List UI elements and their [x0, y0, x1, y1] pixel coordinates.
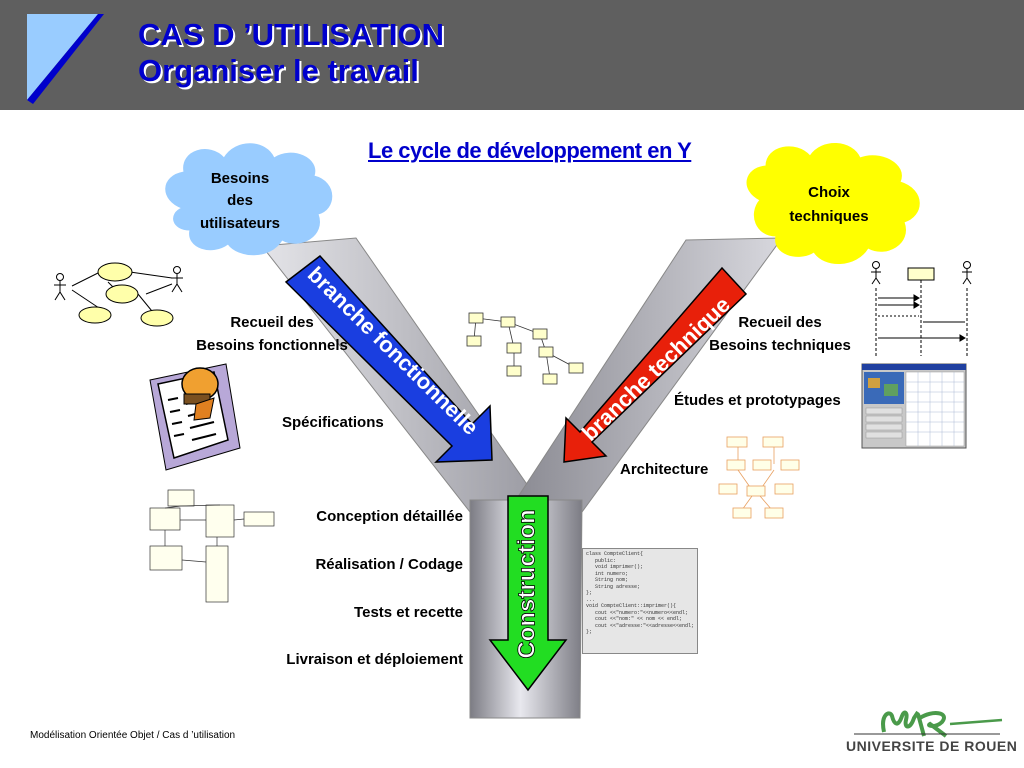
- cloud-left-line1: Besoins: [211, 170, 269, 187]
- code-line: String adresse;: [586, 583, 641, 590]
- code-line: cout <<"adresse:"<<adresse<<endl;: [586, 622, 695, 629]
- code-line: void imprimer();: [586, 564, 644, 570]
- specification-writer-clipart: [149, 363, 241, 471]
- cloud-left-line2: des: [227, 192, 253, 209]
- page-title: CAS D ’UTILISATION: [138, 17, 444, 52]
- construction-arrow: Construction: [488, 495, 568, 692]
- construction-step-coding: Réalisation / Codage: [315, 556, 463, 573]
- user-needs-cloud: Besoins des utilisateurs: [165, 143, 333, 256]
- cloud-right-line2: techniques: [789, 208, 868, 225]
- construction-step-design: Conception détaillée: [316, 508, 463, 525]
- code-line: int numero;: [586, 570, 629, 577]
- code-line: };: [586, 629, 593, 635]
- construction-step-tests: Tests et recette: [354, 604, 463, 621]
- diagram-title: Le cycle de développement en Y: [368, 138, 692, 163]
- code-line: public:: [586, 557, 617, 564]
- code-snippet: class CompteClient{ public: void imprime…: [582, 548, 698, 654]
- studies-label: Études et prototypages: [674, 392, 841, 409]
- code-line: String nom;: [586, 577, 629, 583]
- functional-needs-label-line1: Recueil des: [230, 314, 314, 331]
- object-tree-diagram-icon: [466, 312, 584, 385]
- construction-step-deployment: Livraison et déploiement: [286, 651, 463, 668]
- use-case-diagram-icon: [54, 262, 183, 327]
- class-diagram-icon: [149, 489, 275, 603]
- cloud-right-line1: Choix: [808, 184, 850, 201]
- code-line: void CompteClient::imprimer(){: [586, 603, 677, 609]
- technical-needs-label-line2: Besoins techniques: [709, 337, 851, 354]
- code-line: class CompteClient{: [586, 551, 644, 557]
- university-name: UNIVERSITE DE ROUEN: [846, 738, 1018, 754]
- sequence-diagram-icon: [871, 261, 972, 356]
- technical-choices-cloud: Choix techniques: [746, 143, 920, 265]
- architecture-label: Architecture: [620, 461, 709, 478]
- code-line: cout <<"numero:"<<numero<<endl;: [586, 609, 689, 616]
- code-line: cout <<"nom:" << nom << endl;: [586, 616, 683, 622]
- construction-label: Construction: [513, 509, 540, 658]
- code-line: };: [586, 590, 593, 596]
- footer-text: Modélisation Orientée Objet / Cas d ’uti…: [30, 730, 236, 741]
- university-logo-icon: [854, 710, 1003, 738]
- cloud-left-line3: utilisateurs: [200, 215, 280, 232]
- prototype-screenshot-thumbnail: [861, 363, 967, 449]
- specifications-label: Spécifications: [282, 414, 384, 431]
- page-subtitle: Organiser le travail: [138, 53, 419, 88]
- code-line: ...: [586, 596, 596, 603]
- corner-triangle-icon: [27, 14, 104, 104]
- header-bar: CAS D ’UTILISATION Organiser le travail: [0, 0, 1024, 110]
- functional-needs-label-line2: Besoins fonctionnels: [196, 337, 348, 354]
- technical-needs-label-line1: Recueil des: [738, 314, 822, 331]
- component-diagram-icon: [718, 436, 800, 519]
- university-logo: UNIVERSITE DE ROUEN: [846, 706, 1018, 758]
